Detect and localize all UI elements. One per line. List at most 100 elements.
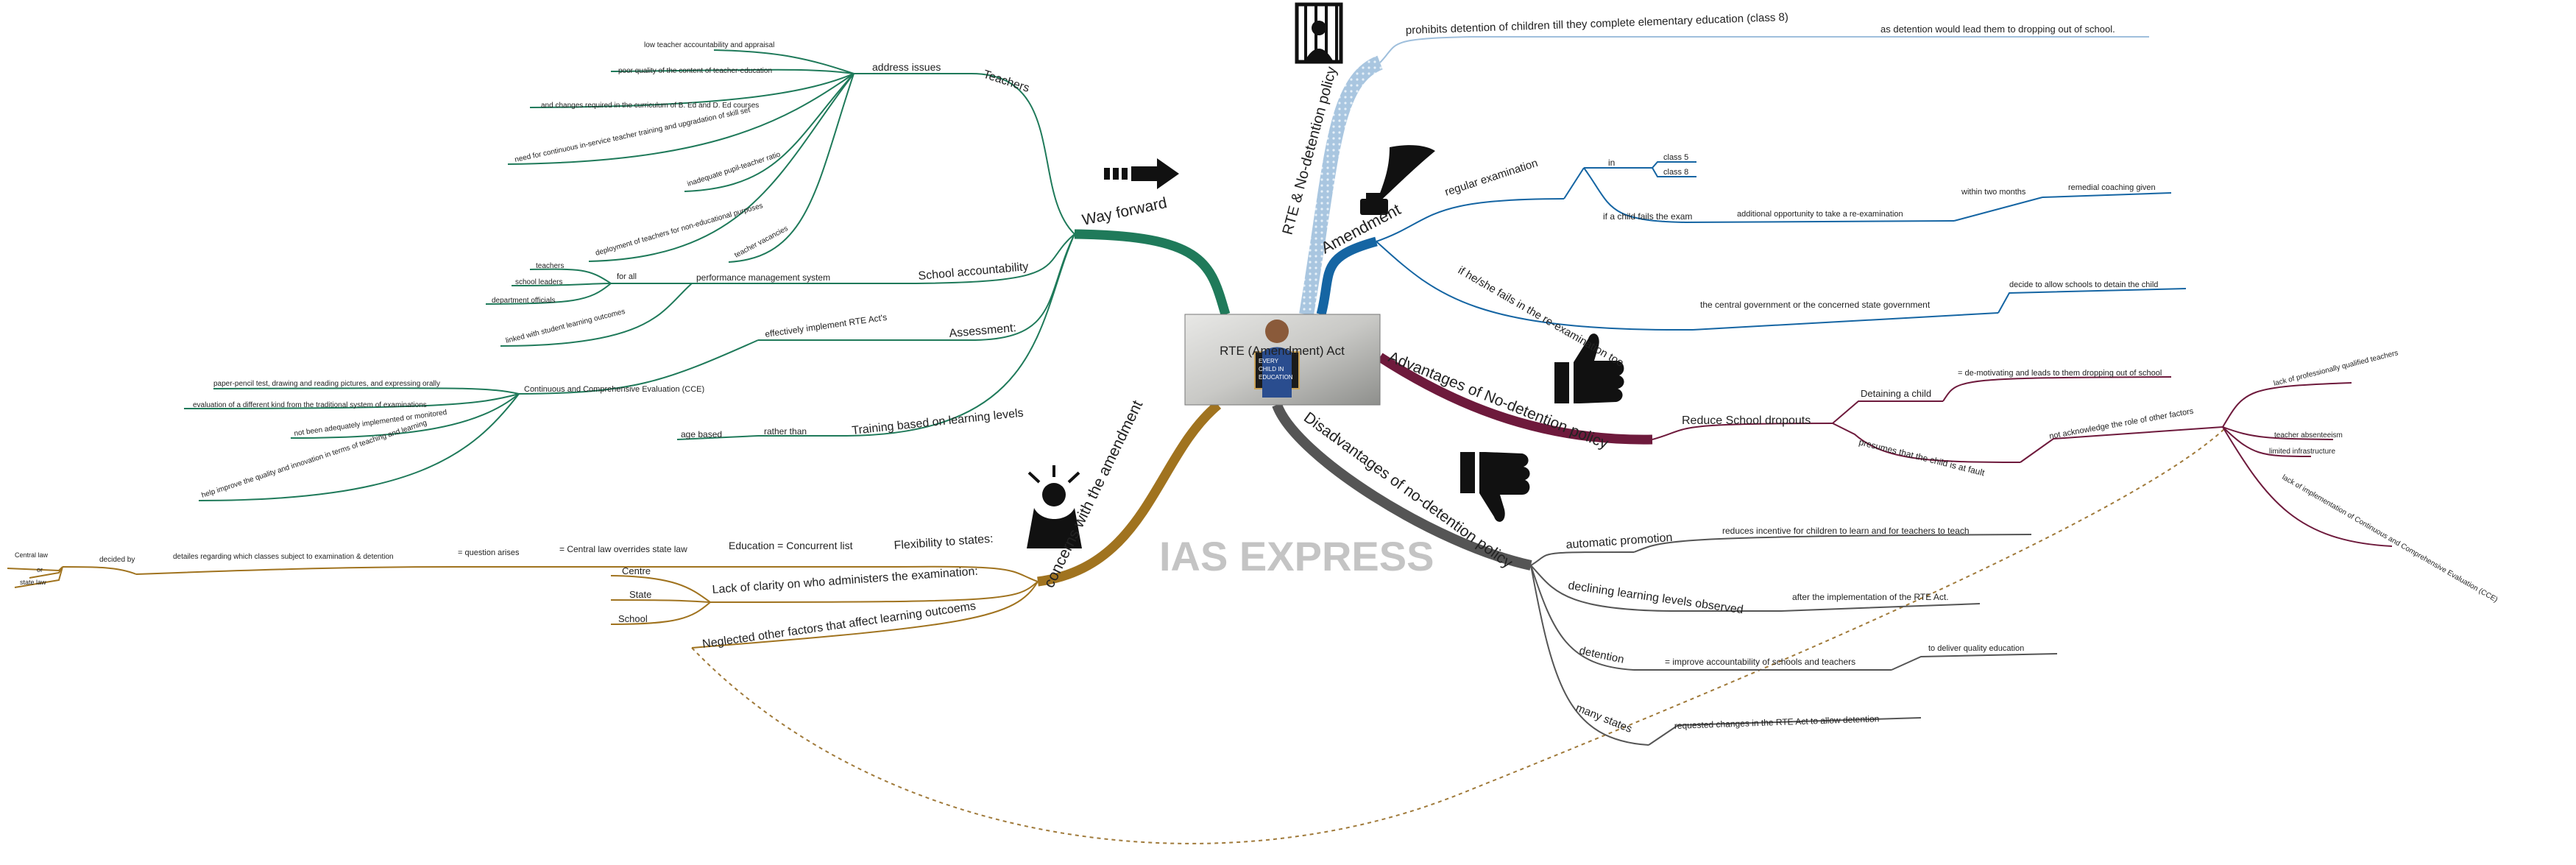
label-in: in	[1608, 158, 1615, 168]
connector-line	[2222, 426, 2334, 440]
cce-item: paper-pencil test, drawing and reading p…	[213, 380, 440, 388]
connector-line	[183, 393, 520, 409]
label-automatic-promotion[interactable]: automatic promotion	[1565, 532, 1673, 551]
central-board-text: EVERY	[1259, 358, 1279, 364]
label-presumes-fault: presumes that the child is at fault	[1858, 437, 1986, 478]
rte-subtree: prohibits detention of children till the…	[1406, 11, 2115, 37]
label-detention[interactable]: detention	[1578, 644, 1625, 665]
thumbs-down-icon	[1460, 452, 1530, 522]
connector-line	[610, 601, 711, 625]
label-reduces-incentive: reduces incentive for children to learn …	[1722, 526, 1970, 536]
label-central-government: the central government or the concerned …	[1700, 300, 1931, 310]
thin-connectors	[7, 36, 2393, 746]
connector-line	[1652, 423, 1833, 440]
administer-item: State	[629, 589, 651, 600]
label-school-accountability[interactable]: School accountability	[918, 261, 1029, 283]
connector-line	[2222, 382, 2352, 428]
disadvantages-subtree: automatic promotion reduces incentive fo…	[1565, 526, 2024, 735]
label-rather-than: rather than	[764, 426, 807, 437]
connector-line	[1530, 551, 1635, 566]
administer-item: Centre	[622, 565, 651, 576]
connector-line	[1942, 376, 2172, 402]
connector-line	[135, 566, 457, 575]
label-regular-exam[interactable]: regular examination	[1443, 157, 1540, 199]
connector-line	[29, 566, 63, 579]
branch-amendment-trunk	[1316, 236, 1378, 316]
for-all-item: teachers	[536, 262, 564, 270]
label-neglected-factors[interactable]: Neglected other factors that affect lear…	[701, 600, 977, 651]
label-teachers[interactable]: Teachers	[982, 68, 1031, 95]
class-item: class 5	[1663, 153, 1688, 162]
connector-line	[908, 233, 1075, 284]
stressed-person-icon	[1027, 465, 1082, 548]
connector-line	[2020, 426, 2223, 463]
connector-line	[1563, 167, 1585, 200]
branch-way-forward-trunk	[1074, 229, 1231, 316]
label-within-two-months: within two months	[1961, 188, 2026, 197]
connector-line	[529, 73, 854, 108]
connector-line	[710, 581, 1038, 603]
factor-item: teacher absenteeism	[2274, 431, 2343, 439]
connector-line	[1678, 603, 1981, 612]
central-board-text-2: CHILD IN	[1259, 366, 1284, 373]
label-performance-management: performance management system	[696, 272, 830, 283]
connector-line	[1652, 167, 1696, 177]
teachers-item: teacher vacancies	[733, 225, 789, 260]
label-flexibility[interactable]: Flexibility to states:	[894, 533, 994, 552]
connector-line	[691, 581, 1038, 649]
thumbs-up-icon	[1554, 333, 1624, 403]
label-detaining-child: Detaining a child	[1861, 388, 1931, 399]
for-all-item: school leaders	[515, 278, 562, 286]
connector-line	[529, 268, 612, 284]
label-training[interactable]: Training based on learning levels	[852, 407, 1025, 437]
central-node[interactable]: EVERY CHILD IN EDUCATION RTE (Amendment)…	[1184, 314, 1381, 406]
label-question-arises: = question arises	[458, 548, 520, 557]
connector-line	[684, 73, 854, 192]
connector-line	[713, 49, 854, 74]
connector-line	[1832, 423, 2021, 463]
label-if-he-she-fails[interactable]: if he/she fails in the re-examination to…	[1456, 264, 1626, 370]
connector-line	[1998, 288, 2187, 314]
quill-inkpot-icon	[1360, 145, 1436, 215]
connector-line	[213, 387, 520, 395]
connector-line	[1652, 161, 1696, 169]
label-address-issues: address issues	[872, 61, 941, 73]
label-linked-outcomes: linked with student learning outcomes	[505, 308, 626, 345]
label-reduce-dropouts[interactable]: Reduce School dropouts	[1682, 414, 1811, 427]
label-decide-detain: decide to allow schools to detain the ch…	[2009, 280, 2158, 289]
connector-line	[728, 73, 854, 263]
connector-line	[1583, 167, 1686, 223]
concerns-subtree: Flexibility to states: Education = Concu…	[15, 533, 994, 651]
label-central-overrides: = Central law overrides state law	[559, 544, 687, 554]
connector-line	[610, 599, 711, 603]
administer-item: School	[618, 613, 648, 624]
connector-line	[1832, 400, 1943, 424]
factor-item: lack of implementation of Continuous and…	[2281, 473, 2499, 604]
label-concurrent-list: Education = Concurrent list	[729, 540, 853, 551]
label-way-forward[interactable]: Way forward	[1080, 194, 1168, 229]
prison-bars-icon	[1295, 2, 1343, 64]
connector-line	[62, 566, 137, 575]
connector-line	[507, 73, 854, 165]
arrow-right-icon	[1104, 158, 1179, 189]
watermark-text: IAS EXPRESS	[1159, 533, 1434, 579]
connector-line	[1633, 534, 2032, 553]
connector-line	[676, 435, 759, 440]
label-state-law: state law	[20, 579, 46, 586]
advantages-subtree: Reduce School dropouts Detaining a child…	[1682, 349, 2499, 604]
connector-line	[897, 565, 1038, 582]
branch-rte-trunk	[1299, 55, 1384, 316]
teachers-item: need for continuous in-service teacher t…	[514, 106, 751, 164]
connector-line	[511, 283, 612, 286]
connector-line	[1530, 565, 1679, 612]
connector-line	[1891, 653, 2058, 671]
label-requested-changes: requested changes in the RTE Act to allo…	[1674, 713, 1880, 731]
connector-line	[500, 283, 693, 347]
connector-line	[2222, 426, 2312, 457]
label-not-acknowledge: not acknowledge the role of other factor…	[2048, 407, 2194, 441]
label-quality-education: to deliver quality education	[1928, 644, 2024, 653]
label-lack-of-clarity[interactable]: Lack of clarity on who administers the e…	[712, 565, 978, 596]
amendment-subtree: regular examination in class 5 class 8 i…	[1443, 153, 2158, 370]
